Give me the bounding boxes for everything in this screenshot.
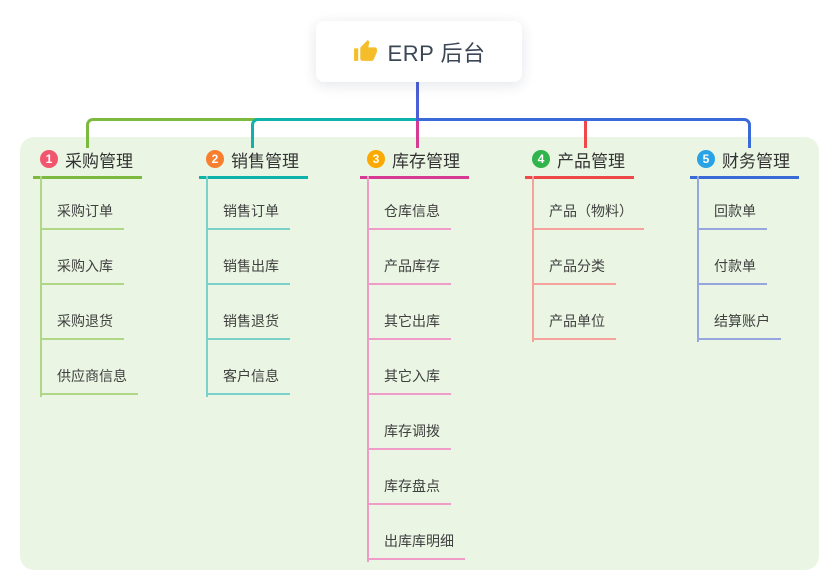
branch-child-connector — [40, 176, 42, 397]
branch-title: 采购管理 — [65, 151, 133, 171]
thumbs-up-icon — [353, 39, 378, 64]
branch-children-list: 回款单付款单结算账户 — [697, 179, 799, 340]
child-node[interactable]: 销售出库 — [206, 230, 290, 285]
child-node[interactable]: 采购退货 — [40, 285, 124, 340]
branch-child-connector — [532, 176, 534, 342]
child-node[interactable]: 采购入库 — [40, 230, 124, 285]
branch-number-badge: 5 — [697, 150, 715, 168]
branch-connector-elbow — [251, 118, 419, 148]
branch-title: 库存管理 — [392, 151, 460, 171]
root-node-erp[interactable]: ERP 后台 — [316, 21, 522, 82]
branch-connector-drop — [416, 121, 419, 148]
branch-children-list: 仓库信息产品库存其它出库其它入库库存调拨库存盘点出库库明细 — [367, 179, 469, 560]
branch-child-connector — [697, 176, 699, 342]
branch-title: 产品管理 — [557, 151, 625, 171]
child-node[interactable]: 其它入库 — [367, 340, 451, 395]
branch-2: 2 销售管理销售订单销售出库销售退货客户信息 — [199, 144, 308, 397]
child-node[interactable]: 销售退货 — [206, 285, 290, 340]
child-node[interactable]: 产品单位 — [532, 285, 616, 340]
branch-children-list: 采购订单采购入库采购退货供应商信息 — [40, 179, 142, 395]
child-node[interactable]: 仓库信息 — [367, 179, 451, 230]
branch-title: 财务管理 — [722, 151, 790, 171]
branch-header-2[interactable]: 2 销售管理 — [199, 144, 308, 179]
branch-children-list: 销售订单销售出库销售退货客户信息 — [206, 179, 308, 395]
branch-header-5[interactable]: 5 财务管理 — [690, 144, 799, 179]
child-node[interactable]: 回款单 — [697, 179, 767, 230]
branch-1: 1 采购管理采购订单采购入库采购退货供应商信息 — [33, 144, 142, 397]
child-node[interactable]: 库存调拨 — [367, 395, 451, 450]
branch-child-connector — [206, 176, 208, 397]
child-node[interactable]: 结算账户 — [697, 285, 781, 340]
child-node[interactable]: 客户信息 — [206, 340, 290, 395]
branch-4: 4 产品管理产品（物料）产品分类产品单位 — [525, 144, 644, 342]
branch-title: 销售管理 — [231, 151, 299, 171]
root-stem-connector — [416, 80, 419, 121]
child-node[interactable]: 产品库存 — [367, 230, 451, 285]
branch-5: 5 财务管理回款单付款单结算账户 — [690, 144, 799, 342]
mindmap-canvas — [20, 137, 819, 570]
branch-connector-drop — [584, 121, 587, 148]
child-node[interactable]: 销售订单 — [206, 179, 290, 230]
branch-3: 3 库存管理仓库信息产品库存其它出库其它入库库存调拨库存盘点出库库明细 — [360, 144, 469, 562]
child-node[interactable]: 出库库明细 — [367, 505, 465, 560]
branch-number-badge: 3 — [367, 150, 385, 168]
branch-header-3[interactable]: 3 库存管理 — [360, 144, 469, 179]
branch-header-4[interactable]: 4 产品管理 — [525, 144, 634, 179]
child-node[interactable]: 库存盘点 — [367, 450, 451, 505]
branch-number-badge: 2 — [206, 150, 224, 168]
child-node[interactable]: 其它出库 — [367, 285, 451, 340]
child-node[interactable]: 产品分类 — [532, 230, 616, 285]
branch-connector-elbow — [419, 118, 751, 148]
root-title: ERP 后台 — [387, 40, 486, 66]
branch-child-connector — [367, 176, 369, 562]
child-node[interactable]: 产品（物料） — [532, 179, 644, 230]
child-node[interactable]: 付款单 — [697, 230, 767, 285]
branch-number-badge: 4 — [532, 150, 550, 168]
branch-header-1[interactable]: 1 采购管理 — [33, 144, 142, 179]
child-node[interactable]: 采购订单 — [40, 179, 124, 230]
branch-number-badge: 1 — [40, 150, 58, 168]
branch-children-list: 产品（物料）产品分类产品单位 — [532, 179, 644, 340]
child-node[interactable]: 供应商信息 — [40, 340, 138, 395]
